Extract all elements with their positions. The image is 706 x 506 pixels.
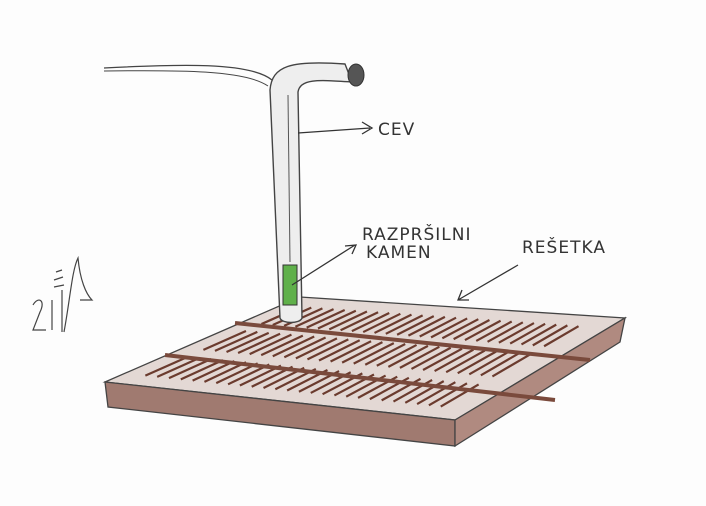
arrow-pipe [297,121,374,135]
grate-slot [362,312,401,334]
pipe [103,62,365,324]
grate-slot [351,312,390,333]
label-pipe: CEV [378,120,415,140]
grate-slot [468,351,509,376]
grate-slot [509,322,546,345]
air-hose-edge [103,70,269,87]
grate-bar-back [234,321,591,362]
grate-slot [453,319,490,341]
grate-slots [144,305,580,408]
grate-slot [480,352,520,377]
grate-slot [237,332,281,355]
grate-slot [168,357,212,380]
grate-slot [353,342,395,365]
grate-slot [249,333,292,356]
grate-slot [376,343,418,367]
grate-slot [407,315,446,337]
grate-slot [306,338,349,361]
grate-slot [441,318,479,340]
grate-slot [374,313,412,334]
pipe-nozzle [347,63,365,87]
pipe-inner-line [287,94,291,263]
grate-slot [543,325,580,348]
diffuser-stone [282,264,298,306]
grate-slot [306,308,346,329]
grate-slot [434,348,474,373]
pipe-body [269,62,354,324]
grate-slot [445,349,486,374]
grate-slot [272,335,315,358]
label-stone-1: RAZPRŠILNI [362,223,471,245]
grate-slot [260,334,304,357]
grate-slot [422,347,463,371]
grate-side-face [454,316,626,448]
grate-slot [202,329,247,351]
annotation-arrows [291,121,519,301]
grate [102,296,628,448]
arrow-stone [291,244,358,286]
grate-slot [328,310,368,331]
grate-slot [457,350,497,375]
grate-slot [214,330,258,352]
grate-slot [364,343,406,366]
grate-slot [226,331,270,353]
grate-slot [294,308,335,328]
grate-slot [385,314,424,335]
grate-slot [430,317,468,339]
grate-slot [341,341,383,364]
grate-bar-front [164,353,556,402]
arrow-grate [457,264,519,301]
grate-slot [487,321,524,343]
grate-slot [532,324,568,347]
grate-slot [498,322,535,344]
grate-slot [318,339,361,362]
grate-slot [428,382,468,407]
grate-slot [396,315,435,336]
grate-slot [520,323,557,346]
grate-slot [156,356,200,378]
grate-slot [491,353,531,378]
grate-slot [295,337,338,360]
grate-slot [192,360,235,382]
air-hose [103,64,273,81]
grate-slot [283,336,327,359]
grate-slot [410,346,452,370]
label-stone-2: KAMEN [366,243,432,263]
grate-slot [387,344,429,368]
grate-slot [399,345,440,369]
grate-slot [340,311,379,332]
grate-slot [180,359,224,381]
grate-slot [464,319,502,342]
grate-slot [440,383,480,408]
grate-slot [317,309,357,330]
grate-slot [330,340,372,363]
signature [32,255,94,333]
grate-slot [144,355,189,377]
label-grate: REŠETKA [522,236,606,258]
grate-slot [419,316,457,338]
grate-slot [475,320,513,342]
